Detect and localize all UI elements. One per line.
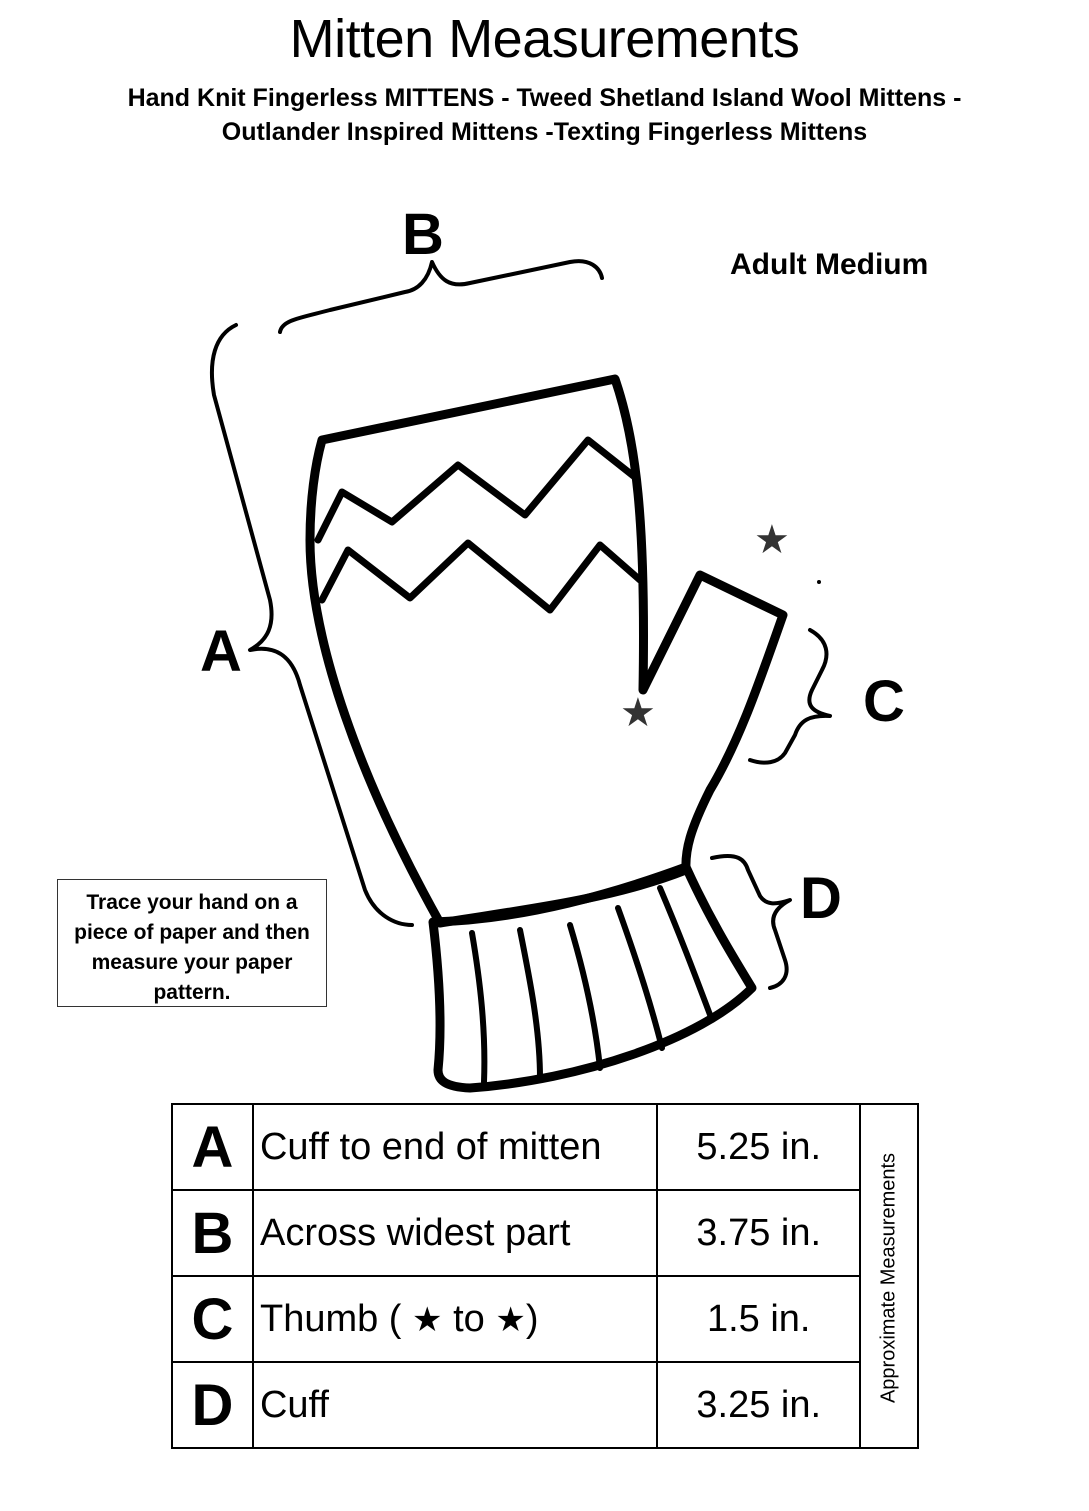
row-description: Cuff to end of mitten [251, 1103, 659, 1191]
row-description: Across widest part [251, 1189, 659, 1277]
row-key: B [171, 1189, 254, 1277]
mitten-diagram: ★ ★ [209, 259, 832, 1093]
table-row: B Across widest part 3.75 in. [171, 1189, 861, 1277]
row-value: 3.75 in. [656, 1189, 861, 1277]
side-label-box: Approximate Measurements [860, 1103, 919, 1449]
bracket-a [209, 323, 414, 927]
cuff-outline [428, 862, 757, 1093]
row-value: 5.25 in. [656, 1103, 861, 1191]
cuff-rib-2 [517, 927, 543, 1081]
mitten-outline [305, 374, 788, 928]
star-icon: ★ [495, 1300, 526, 1339]
table-row: D Cuff 3.25 in. [171, 1361, 861, 1449]
star-icon-top: ★ [754, 517, 790, 563]
cuff-rib-5 [657, 885, 715, 1023]
bracket-c [748, 628, 832, 765]
thumb-text-start: Thumb ( [259, 1297, 413, 1340]
row-value: 1.5 in. [656, 1275, 861, 1363]
subtitle-line-1: Hand Knit Fingerless MITTENS - Tweed She… [127, 84, 962, 112]
thumb-text-end: ) [525, 1297, 539, 1340]
dot-mark [817, 580, 821, 584]
zigzag-upper [314, 436, 640, 544]
cuff-rib-4 [615, 905, 665, 1051]
thumb-text-mid: to [442, 1297, 496, 1340]
bracket-d [710, 853, 792, 990]
row-key: C [171, 1275, 254, 1363]
side-label: Approximate Measurements [877, 1152, 900, 1404]
row-key: D [171, 1361, 254, 1449]
label-a: A [200, 619, 242, 684]
label-d: D [800, 866, 842, 931]
measurements-table: A Cuff to end of mitten 5.25 in. B Acros… [171, 1103, 861, 1449]
page-title: Mitten Measurements [289, 9, 800, 69]
star-icon-thumb: ★ [620, 690, 656, 736]
label-b: B [402, 202, 444, 267]
bracket-b [278, 259, 604, 334]
star-icon: ★ [412, 1300, 443, 1339]
label-c: C [863, 669, 905, 734]
cuff-rib-1 [469, 930, 488, 1085]
row-description: Thumb ( ★ to ★) [251, 1275, 659, 1363]
subtitle-line-2: Outlander Inspired Mittens -Texting Fing… [221, 118, 868, 146]
row-value: 3.25 in. [656, 1361, 861, 1449]
cuff-rib-3 [567, 922, 603, 1071]
size-label: Adult Medium [730, 248, 929, 281]
table-row: C Thumb ( ★ to ★) 1.5 in. [171, 1275, 861, 1363]
instruction-note: Trace your hand on a piece of paper and … [57, 879, 327, 1007]
table-row: A Cuff to end of mitten 5.25 in. [171, 1103, 861, 1191]
row-description: Cuff [251, 1361, 659, 1449]
row-key: A [171, 1103, 254, 1191]
zigzag-lower [318, 539, 644, 614]
